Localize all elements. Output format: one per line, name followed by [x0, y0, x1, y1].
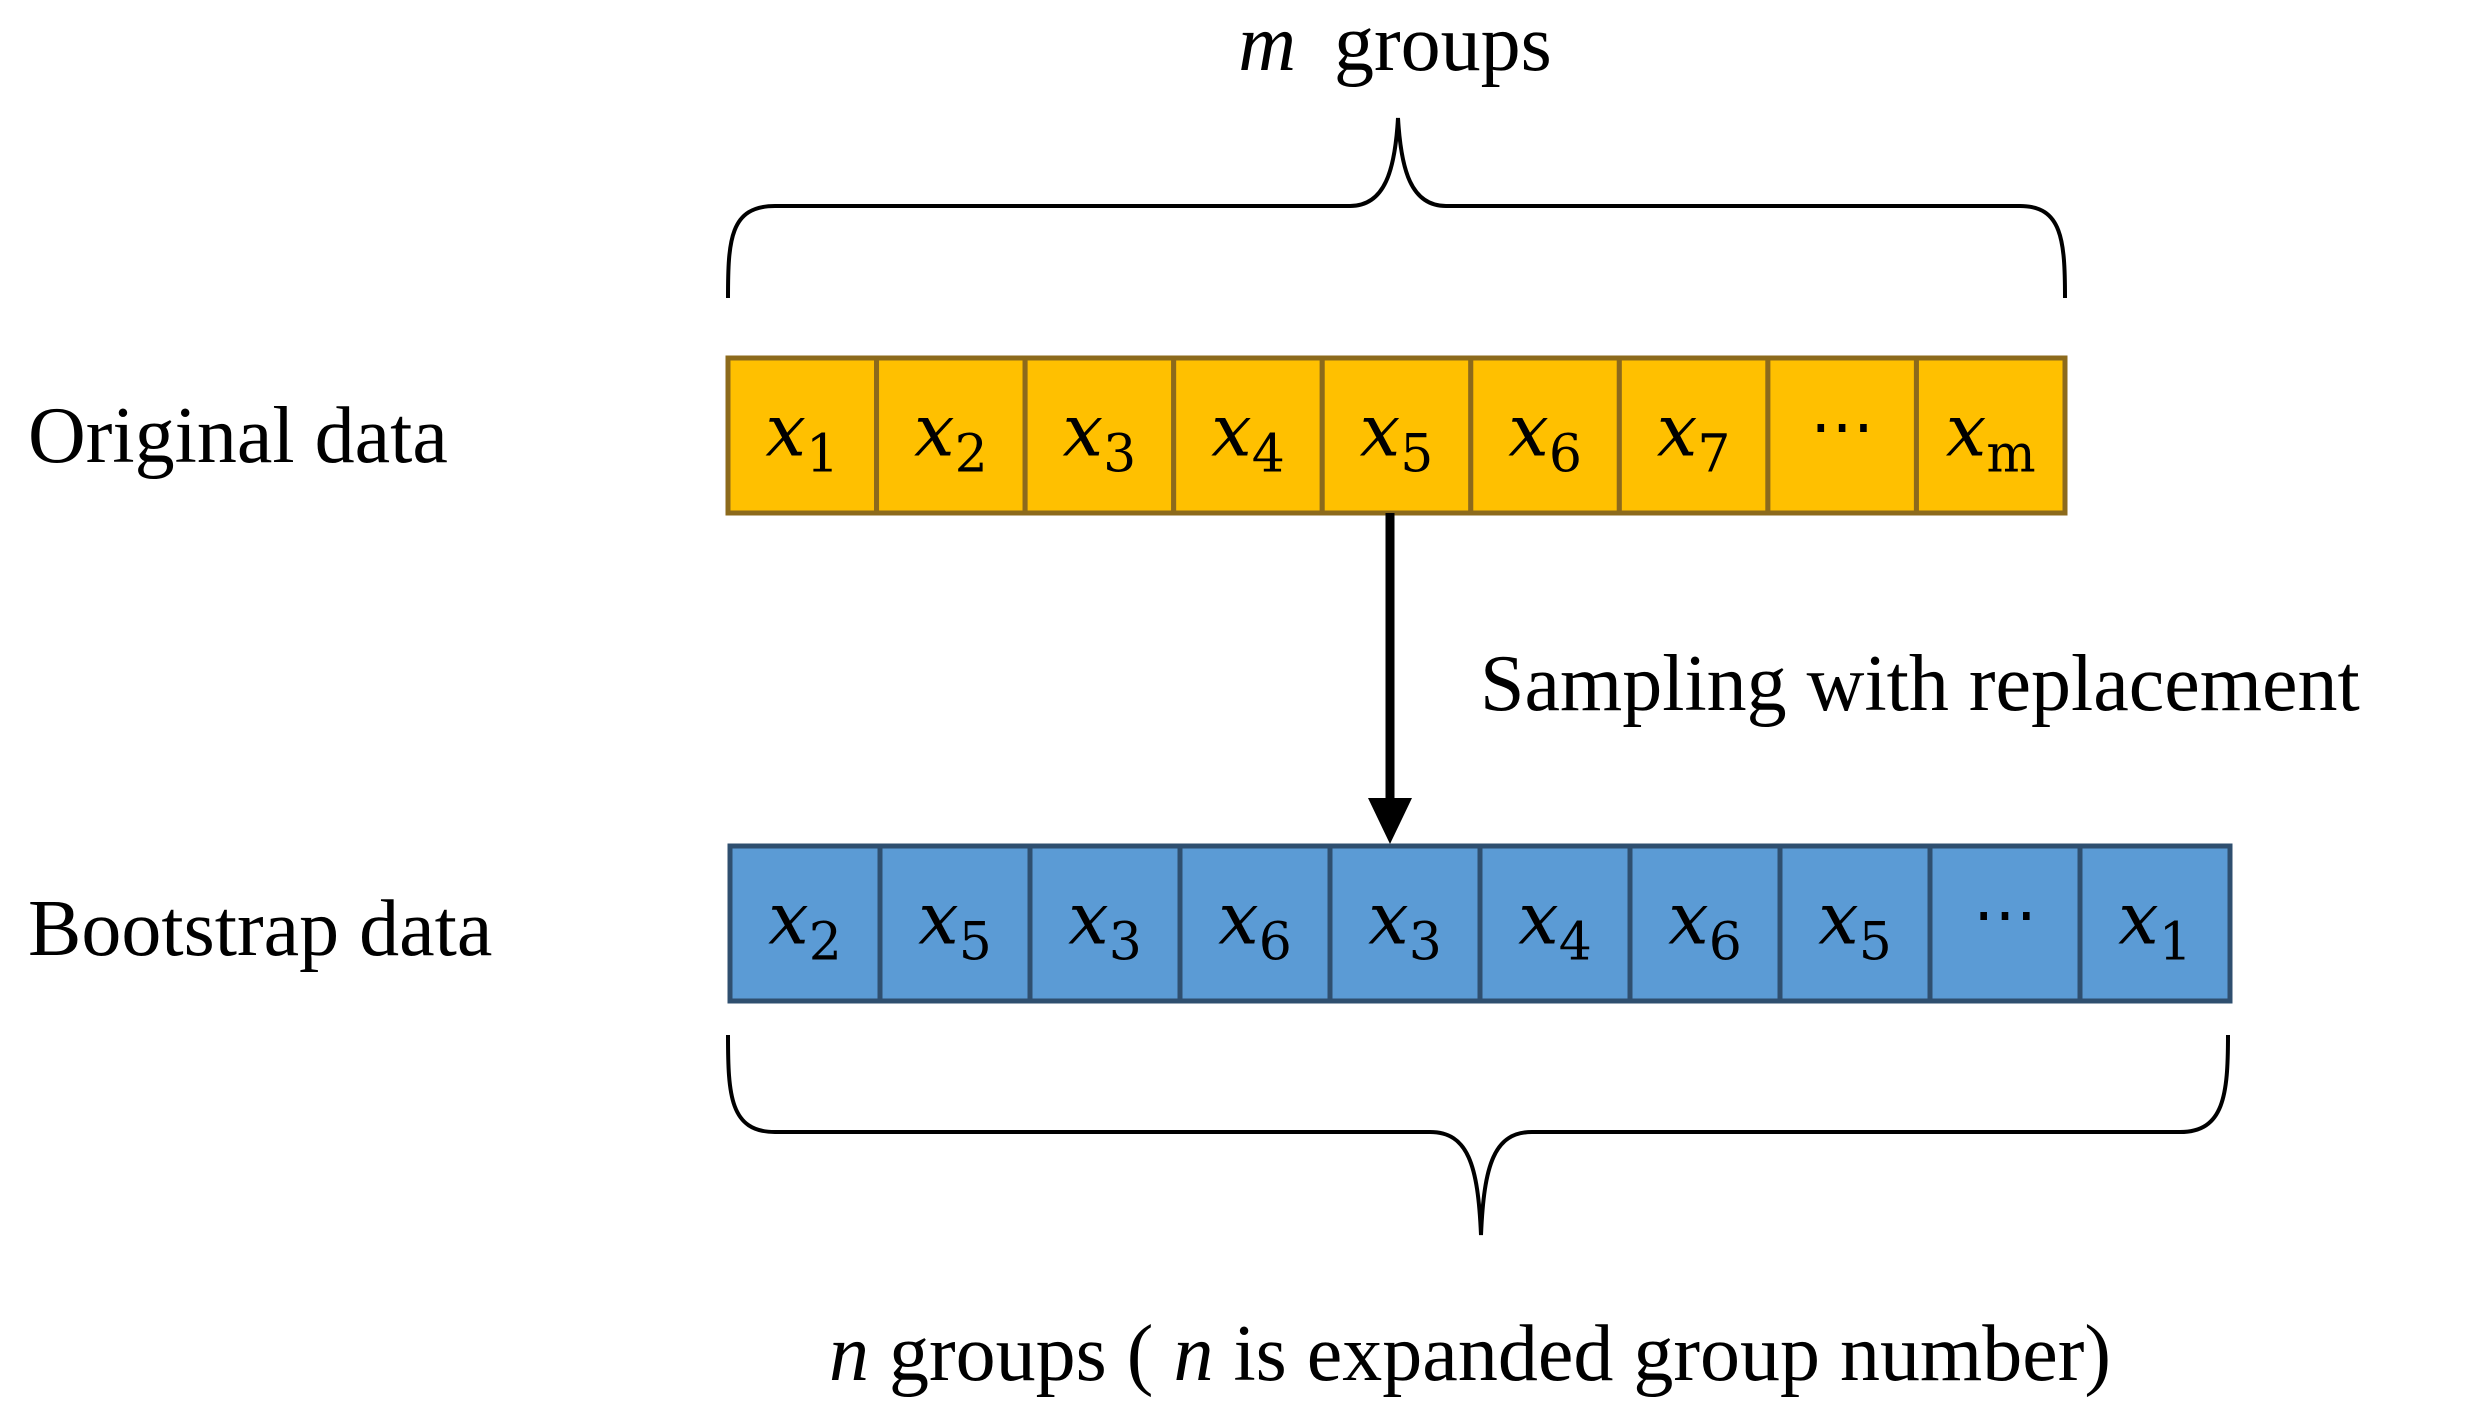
bootstrap-cell-label: x1 — [2118, 877, 2192, 973]
bootstrap-cell-label: x5 — [918, 877, 992, 973]
original-cell — [1022, 355, 1177, 516]
bootstrap-cell-subscript: 3 — [1409, 913, 1442, 973]
bootstrap-cell — [2077, 843, 2233, 1004]
top-var-m: m — [1238, 0, 1296, 88]
top-brace — [726, 117, 2067, 299]
bootstrap-cell-label: x6 — [1668, 877, 1742, 973]
original-cell-subscript: 4 — [1252, 425, 1285, 485]
bootstrap-cell-subscript: 1 — [2159, 913, 2192, 973]
original-cell-label: xm — [1946, 389, 2036, 485]
bootstrap-cell-subscript: 5 — [959, 913, 992, 973]
bootstrap-cell-label: x5 — [1818, 877, 1892, 973]
bottom-brace — [726, 1034, 2230, 1236]
original-cell-subscript: 3 — [1103, 425, 1136, 485]
original-cell-subscript: 5 — [1400, 425, 1433, 485]
original-cell-label: x1 — [765, 389, 839, 485]
original-cell-base: x — [1946, 389, 1987, 473]
bootstrap-cell-base: x — [768, 877, 809, 961]
original-cell-ellipsis: ⋯ — [1810, 390, 1874, 464]
bootstrap-cell — [877, 843, 1033, 1004]
original-cell-label: x7 — [1657, 389, 1731, 485]
bootstrap-cell-label: x3 — [1068, 877, 1142, 973]
bootstrap-cell-base: x — [1668, 877, 1709, 961]
original-cell — [1913, 355, 2068, 516]
top-groups-label: m groups — [1238, 0, 1552, 88]
original-cell-label: x4 — [1211, 389, 1285, 485]
original-cell-base: x — [1508, 389, 1549, 473]
original-cell — [1468, 355, 1622, 516]
bottom-groups-label: n groups ( n is expanded group number) — [829, 1310, 2111, 1398]
original-cell-label: x5 — [1360, 389, 1434, 485]
bottom-var-n: n — [829, 1310, 869, 1398]
original-cell-label: x6 — [1508, 389, 1582, 485]
bootstrap-cell — [1327, 843, 1483, 1004]
bootstrap-cell-base: x — [1218, 877, 1259, 961]
original-cell-base: x — [1211, 389, 1252, 473]
original-cell — [725, 355, 880, 516]
bootstrap-cell-subscript: 4 — [1559, 913, 1592, 973]
original-cell-base: x — [1360, 389, 1401, 473]
bootstrap-cell-base: x — [918, 877, 959, 961]
original-cell-base: x — [1657, 389, 1698, 473]
bootstrap-cell-base: x — [1068, 877, 1109, 961]
original-cell-base: x — [914, 389, 955, 473]
bootstrap-data-label: Bootstrap data — [28, 885, 492, 973]
bootstrap-cell-label: x2 — [768, 877, 842, 973]
bootstrap-cell-base: x — [1818, 877, 1859, 961]
bootstrap-cell-ellipsis: ⋯ — [1973, 878, 2037, 952]
original-cell — [1765, 355, 1919, 516]
original-cell-base: x — [1063, 389, 1104, 473]
bootstrap-cell-subscript: 2 — [809, 913, 842, 973]
bootstrap-cell-label: x3 — [1368, 877, 1442, 973]
original-cell-label: x2 — [914, 389, 988, 485]
original-data-label: Original data — [28, 392, 448, 480]
bootstrap-cell — [727, 843, 883, 1004]
bootstrap-cell-base: x — [1368, 877, 1409, 961]
sampling-arrow-head — [1368, 798, 1412, 844]
original-cell-base: x — [765, 389, 806, 473]
original-cell-subscript: 6 — [1549, 425, 1582, 485]
bootstrap-cell-label: x6 — [1218, 877, 1292, 973]
bootstrap-cell — [1627, 843, 1783, 1004]
original-cell-subscript: m — [1986, 425, 2035, 485]
bootstrap-cell-subscript: 5 — [1859, 913, 1892, 973]
original-cell-subscript: 7 — [1697, 425, 1730, 485]
bootstrap-cell-base: x — [1518, 877, 1559, 961]
bootstrap-cell — [1777, 843, 1933, 1004]
bootstrap-cell-subscript: 3 — [1109, 913, 1142, 973]
bootstrap-cell-subscript: 6 — [1709, 913, 1742, 973]
bootstrap-cell-base: x — [2118, 877, 2159, 961]
original-cell-subscript: 2 — [955, 425, 988, 485]
bottom-text-2: is expanded group number) — [1233, 1310, 2111, 1398]
original-cell-label: x3 — [1063, 389, 1137, 485]
original-cell-subscript: 1 — [806, 425, 839, 485]
original-cell — [1171, 355, 1325, 516]
bottom-text-1: groups ( — [889, 1310, 1153, 1398]
bootstrap-cell-subscript: 6 — [1259, 913, 1292, 973]
bottom-var-n-2: n — [1173, 1310, 1213, 1398]
top-groups-text: groups — [1334, 0, 1552, 88]
bootstrap-cell-label: x4 — [1518, 877, 1592, 973]
sampling-label: Sampling with replacement — [1480, 640, 2360, 728]
